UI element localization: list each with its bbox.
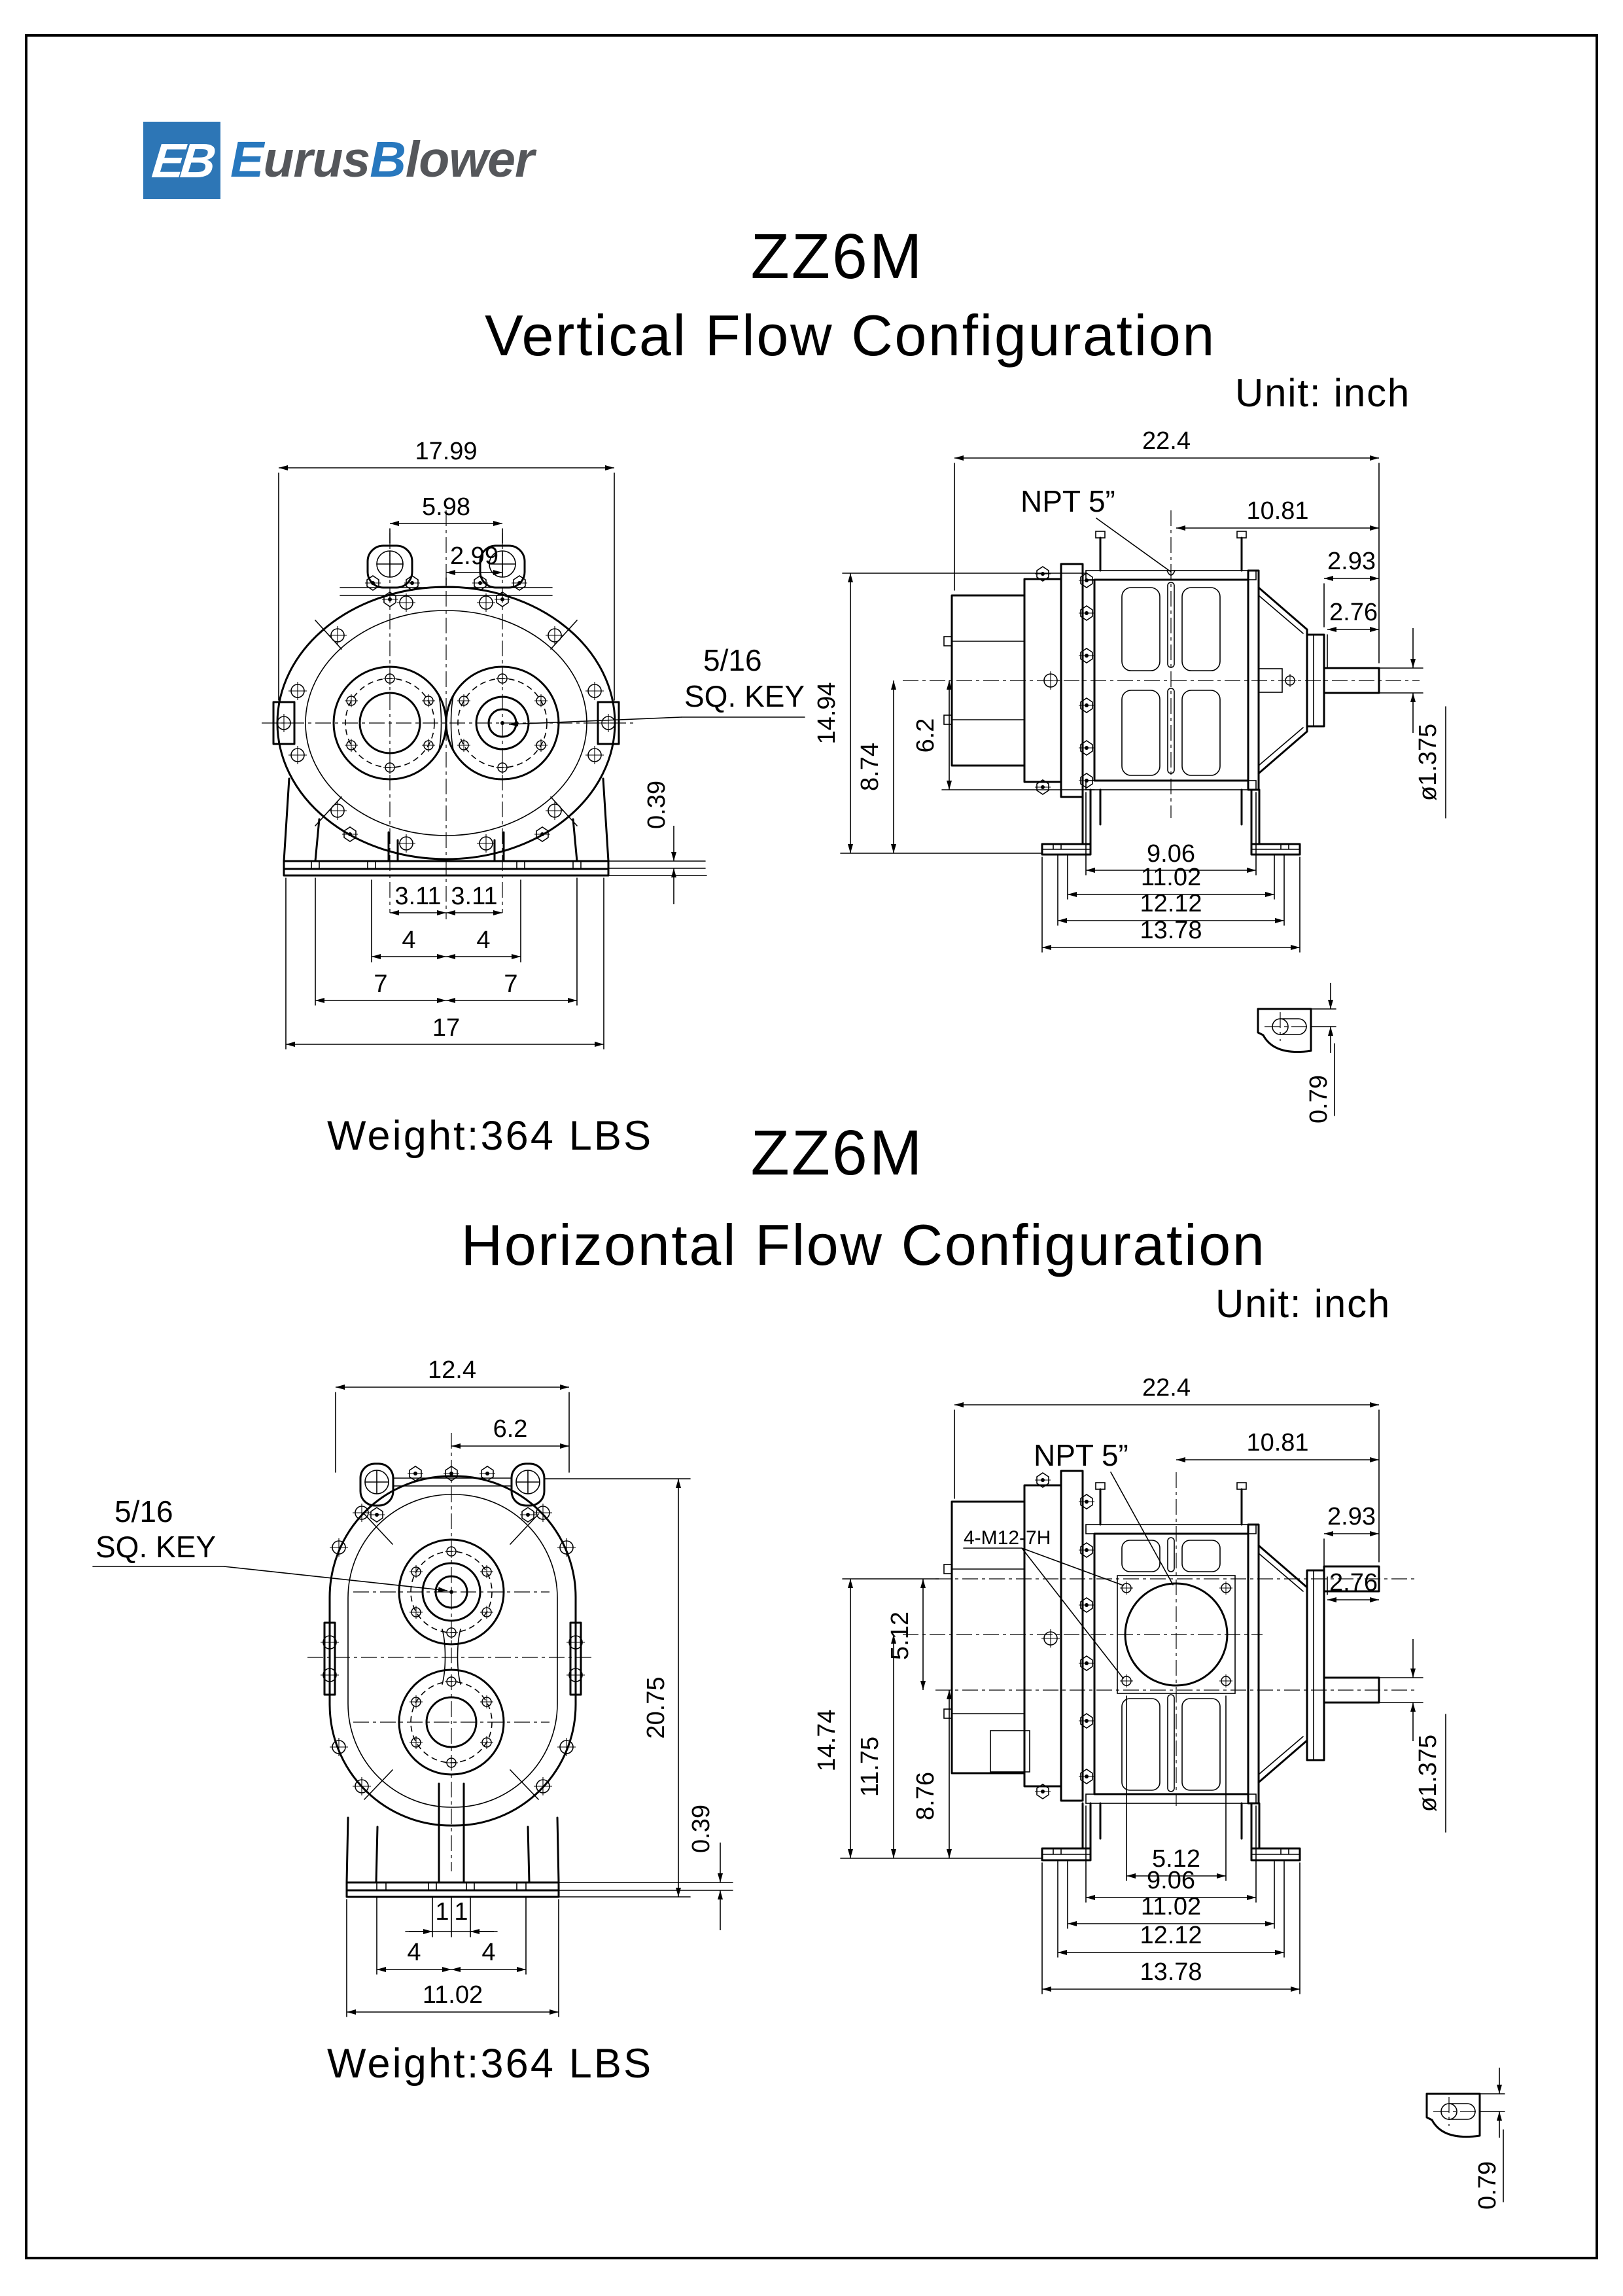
dim-4-right: 4 xyxy=(481,1939,495,1966)
key-type-label: SQ. KEY xyxy=(684,679,805,713)
logo-word-b: B xyxy=(370,132,406,188)
dim-7-left: 7 xyxy=(374,970,387,998)
dim-512-bottom: 5.12 xyxy=(1152,1845,1200,1873)
logo-word-lower: lower xyxy=(405,132,534,188)
dim-1102: 11.02 xyxy=(1141,864,1201,891)
dim-shaft-diameter: ø1.375 xyxy=(1414,1735,1442,1812)
front-dimensions: 12.4 6.2 5/16 SQ. KEY 20.75 0.39 1 1 4 4 xyxy=(92,1356,733,2017)
dim-1212: 12.12 xyxy=(1140,1922,1202,1949)
dim-shaft-spacing: 5.12 xyxy=(886,1612,914,1660)
dim-shaft-diameter: ø1.375 xyxy=(1414,724,1442,801)
dim-height-1474: 14.74 xyxy=(813,1709,841,1771)
dim-1212: 12.12 xyxy=(1140,890,1202,917)
dim-7-right: 7 xyxy=(504,970,517,998)
dim-906: 9.06 xyxy=(1147,1867,1195,1894)
eurusblower-logo-wordmark: EurusBlower xyxy=(230,131,534,189)
front-body xyxy=(320,1462,585,1898)
front-centerlines xyxy=(307,1433,595,1871)
dim-base-width: 11.02 xyxy=(423,1981,483,2009)
side-dimensions: 22.4 NPT 5” 10.81 2.93 2.76 14.94 8.74 6… xyxy=(813,427,1446,953)
key-size-label: 5/16 xyxy=(114,1494,173,1528)
dim-overall-width: 17.99 xyxy=(415,438,477,465)
dim-1-right: 1 xyxy=(454,1898,468,1926)
npt-port-label: NPT 5” xyxy=(1034,1438,1128,1472)
blower-housing xyxy=(1085,1482,1257,1840)
dim-overall-length: 22.4 xyxy=(1142,1374,1191,1402)
dim-906: 9.06 xyxy=(1147,840,1195,868)
logo-word-e: E xyxy=(230,132,264,188)
dim-height-874: 8.74 xyxy=(856,743,884,791)
front-dimensions: 17.99 5.98 2.99 0.39 3.11 3.11 4 4 7 7 xyxy=(278,438,805,1050)
horizontal-flow-side-view: 22.4 NPT 5” 4-M12-7H 10.81 2.93 2.76 14.… xyxy=(813,1374,1505,2210)
section1-weight-note: Weight:364 LBS xyxy=(327,1113,654,1159)
dim-port-to-shaft: 10.81 xyxy=(1246,497,1308,525)
eurusblower-logo-icon: EB xyxy=(143,122,220,199)
logo-word-urus: urus xyxy=(263,132,370,188)
key-type-label: SQ. KEY xyxy=(96,1530,216,1564)
side-machine xyxy=(943,531,1380,856)
side-centerlines xyxy=(903,510,1420,818)
npt-port-label: NPT 5” xyxy=(1021,484,1115,518)
section1-unit-note: Unit: inch xyxy=(1234,371,1411,415)
dim-311-left: 3.11 xyxy=(394,883,441,910)
section2-unit-note: Unit: inch xyxy=(1215,1282,1391,1326)
dim-276: 2.76 xyxy=(1329,599,1378,626)
page-border-frame xyxy=(25,34,1598,2259)
dim-1378: 13.78 xyxy=(1140,1958,1202,1986)
foot-detail-view: 0.79 xyxy=(1257,983,1336,1123)
foot-detail-view: 0.79 xyxy=(1425,2068,1505,2210)
dim-293: 2.93 xyxy=(1327,548,1376,575)
section1-model-title: ZZ6M xyxy=(750,221,924,292)
dim-overall-length: 22.4 xyxy=(1142,427,1191,455)
vertical-flow-side-view: 22.4 NPT 5” 10.81 2.93 2.76 14.94 8.74 6… xyxy=(813,427,1446,1123)
front-base-feet xyxy=(345,1782,560,1898)
logo-monogram: EB xyxy=(149,133,215,188)
dim-height-876: 8.76 xyxy=(912,1772,939,1820)
dim-4-left: 4 xyxy=(407,1939,421,1966)
dim-base-17: 17 xyxy=(432,1014,460,1042)
dim-4-left: 4 xyxy=(402,927,415,954)
section1-config-title: Vertical Flow Configuration xyxy=(485,303,1216,368)
key-size-label: 5/16 xyxy=(703,643,762,677)
mounting-feet xyxy=(1041,1802,1301,1862)
horizontal-flow-front-view: 12.4 6.2 5/16 SQ. KEY 20.75 0.39 1 1 4 4 xyxy=(92,1356,733,2017)
dim-293: 2.93 xyxy=(1327,1503,1376,1530)
dim-foot-thickness: 0.79 xyxy=(1474,2161,1501,2210)
dim-276: 2.76 xyxy=(1329,1569,1378,1597)
dim-1378: 13.78 xyxy=(1140,917,1202,944)
dim-base-plate-thickness: 0.39 xyxy=(688,1805,715,1853)
dim-overall-height: 20.75 xyxy=(642,1676,670,1739)
dim-port-to-shaft: 10.81 xyxy=(1246,1429,1308,1457)
section2-weight-note: Weight:364 LBS xyxy=(327,2041,654,2087)
side-dimensions: 22.4 NPT 5” 4-M12-7H 10.81 2.93 2.76 14.… xyxy=(813,1374,1446,1994)
section2-model-title: ZZ6M xyxy=(750,1117,924,1188)
dim-overall-width: 12.4 xyxy=(428,1356,476,1384)
dim-base-plate-thickness: 0.39 xyxy=(643,781,671,829)
dim-height-1175: 11.75 xyxy=(856,1737,884,1797)
dim-311-right: 3.11 xyxy=(451,883,497,910)
dim-1-left: 1 xyxy=(435,1898,449,1926)
vertical-flow-front-view: 17.99 5.98 2.99 0.39 3.11 3.11 4 4 7 7 xyxy=(262,438,805,1050)
dim-foot-thickness: 0.79 xyxy=(1305,1075,1333,1123)
dim-center-offset: 2.99 xyxy=(450,542,498,570)
drive-end xyxy=(1247,1523,1380,1805)
dim-half-width: 6.2 xyxy=(493,1415,528,1443)
front-centerlines xyxy=(262,510,635,919)
dim-height-1494: 14.94 xyxy=(813,682,841,744)
section2-config-title: Horizontal Flow Configuration xyxy=(461,1212,1266,1277)
front-body xyxy=(272,544,707,877)
dim-1102: 11.02 xyxy=(1141,1893,1201,1920)
dim-4-right: 4 xyxy=(476,927,490,954)
port-bolt-spec-label: 4-M12-7H xyxy=(964,1527,1051,1549)
dim-shaft-centers: 5.98 xyxy=(422,493,470,521)
dim-height-62: 6.2 xyxy=(912,718,939,753)
mounting-feet xyxy=(1041,788,1301,856)
